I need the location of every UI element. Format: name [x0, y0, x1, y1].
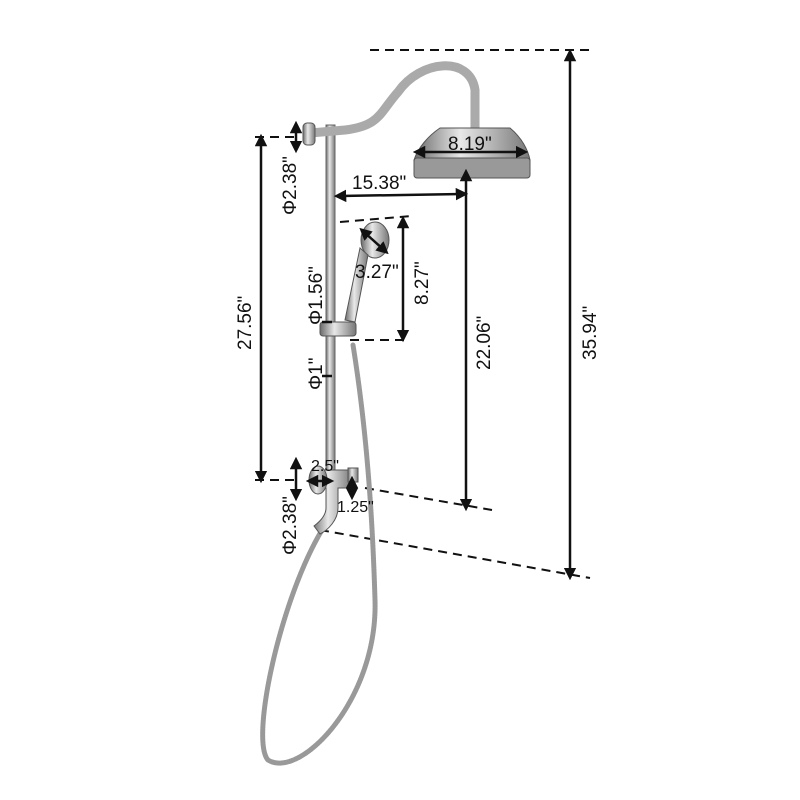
- dimension-arrows: [254, 48, 577, 581]
- shower-system: [260, 61, 531, 766]
- label-head-height: 22.06": [474, 316, 495, 370]
- top-wall-flange: [302, 122, 316, 146]
- label-bottom-flange: Φ2.38": [280, 496, 301, 555]
- shower-head-face: [413, 157, 531, 179]
- gooseneck-arm: [305, 61, 480, 138]
- label-top-flange: Φ2.38": [280, 156, 301, 215]
- label-rail-height: 27.56": [235, 296, 256, 350]
- hose: [260, 342, 378, 766]
- slide-rail: [325, 124, 336, 476]
- label-outlet: 1.25": [337, 499, 374, 516]
- label-upper-pipe: Φ1.56": [306, 266, 327, 325]
- diverter-knob: [347, 467, 359, 483]
- label-lower-pipe: Φ1": [306, 358, 327, 390]
- label-hand-shower-width: 3.27": [355, 262, 399, 283]
- label-arm-reach: 15.38": [352, 173, 406, 194]
- label-head-diameter: 8.19": [448, 134, 492, 155]
- label-valve-width: 2.5": [311, 458, 339, 475]
- slide-bracket: [319, 321, 357, 337]
- label-total-height: 35.94": [580, 306, 601, 360]
- label-hand-shower-length: 8.27": [412, 261, 433, 305]
